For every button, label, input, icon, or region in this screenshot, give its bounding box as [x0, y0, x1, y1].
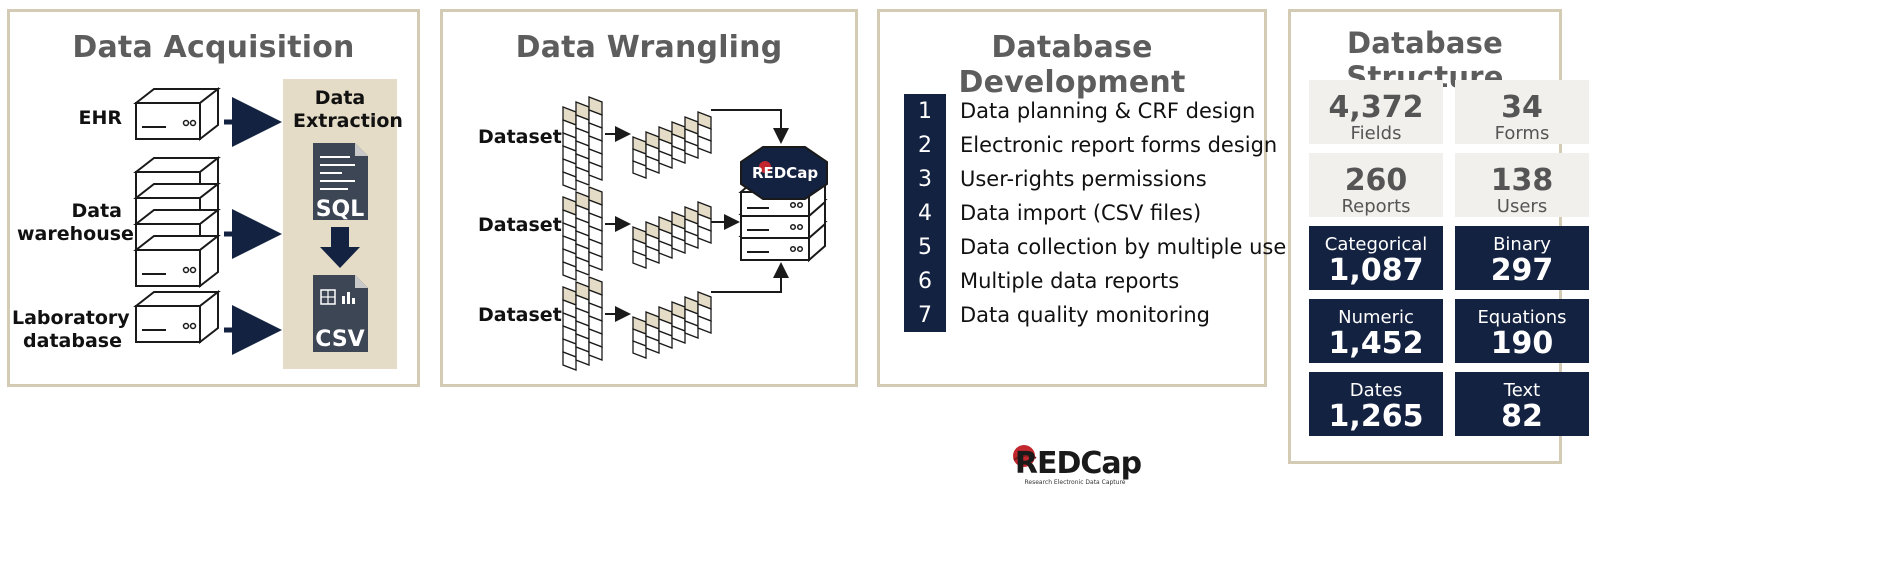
- dataset-1-label: Dataset 1: [478, 126, 582, 148]
- down-arrow-icon: [320, 227, 360, 268]
- step-item: 3 User-rights permissions: [904, 162, 1207, 196]
- ehr-label: EHR: [78, 107, 122, 129]
- step-item: 1 Data planning & CRF design: [904, 94, 1255, 128]
- stat-value: 4,372: [1328, 90, 1424, 125]
- data-acquisition-panel: Data Acquisition Data Extraction: [7, 9, 420, 387]
- stat-label: Categorical: [1324, 234, 1428, 255]
- stat-value: 1,452: [1328, 326, 1424, 361]
- dataset-2-label: Dataset 2: [478, 214, 582, 236]
- stat-value: 297: [1490, 253, 1554, 288]
- stat-value: 138: [1490, 163, 1554, 198]
- step-text: Data collection by multiple users: [960, 235, 1306, 259]
- panel-title: Database Structure: [1346, 26, 1504, 94]
- stat-label: Users: [1496, 196, 1548, 217]
- stat-value: 1,087: [1328, 253, 1424, 288]
- sql-label: SQL: [316, 197, 365, 222]
- stat-label: Equations: [1477, 307, 1567, 328]
- sql-file-icon: SQL: [313, 143, 368, 222]
- step-number: 5: [904, 230, 946, 264]
- step-text: Multiple data reports: [960, 269, 1180, 293]
- step-number: 4: [904, 196, 946, 230]
- step-text: Electronic report forms design: [960, 133, 1278, 157]
- redcap-logo-icon: [759, 161, 771, 173]
- panel-title: Data Acquisition: [72, 30, 355, 65]
- acquisition-diagram: SQL CSV: [135, 88, 368, 355]
- step-number: 6: [904, 264, 946, 298]
- stat-label: Forms: [1494, 123, 1550, 144]
- csv-file-icon: CSV: [313, 275, 368, 352]
- stat-label: Fields: [1350, 123, 1402, 144]
- stat-value: 82: [1501, 399, 1543, 434]
- stat-label: Text: [1503, 380, 1541, 401]
- step-number: 2: [904, 128, 946, 162]
- data-wrangling-panel: Data Wrangling Dataset 1 Dataset 2 Datas…: [440, 9, 858, 387]
- step-number: 3: [904, 162, 946, 196]
- step-item: 2 Electronic report forms design: [904, 128, 1277, 162]
- stat-label: Numeric: [1338, 307, 1414, 328]
- redcap-hex-badge: [740, 146, 828, 200]
- step-item: 7 Data quality monitoring: [904, 298, 1210, 332]
- step-text: User-rights permissions: [960, 167, 1207, 191]
- stat-value: 1,265: [1328, 399, 1424, 434]
- stat-value: 34: [1501, 90, 1543, 125]
- step-number: 7: [904, 298, 946, 332]
- stat-label: Binary: [1493, 234, 1551, 255]
- laboratory-label: Laboratory database: [12, 307, 130, 352]
- dataset-3-label: Dataset 3: [478, 304, 582, 326]
- extraction-title: Data Extraction: [293, 87, 403, 132]
- step-item: 6 Multiple data reports: [904, 264, 1179, 298]
- step-text: Data quality monitoring: [960, 303, 1210, 327]
- stat-value: 190: [1490, 326, 1554, 361]
- database-development-panel: Database Development 1 Data planning & CR…: [877, 9, 1306, 387]
- stat-label: Reports: [1341, 196, 1411, 217]
- step-item: 5 Data collection by multiple users: [904, 230, 1306, 264]
- redcap-logo: REDCap Research Electronic Data Capture: [1000, 440, 1150, 490]
- wrangling-diagram: REDCap: [562, 96, 828, 371]
- lab-server-icon: [135, 291, 219, 343]
- redcap-label: REDCap: [752, 164, 818, 182]
- redcap-logo-tagline: Research Electronic Data Capture: [1024, 479, 1125, 486]
- stat-value: 260: [1344, 163, 1408, 198]
- ehr-server-icon: [135, 88, 219, 140]
- warehouse-server-icon: [135, 235, 219, 287]
- warehouse-label: Data warehouse: [17, 200, 134, 245]
- step-text: Data planning & CRF design: [960, 99, 1256, 123]
- step-number: 1: [904, 94, 946, 128]
- panel-title: Database Development: [958, 30, 1186, 100]
- stat-label: Dates: [1349, 380, 1403, 401]
- csv-label: CSV: [315, 327, 364, 352]
- step-text: Data import (CSV files): [960, 201, 1202, 225]
- step-item: 4 Data import (CSV files): [904, 196, 1201, 230]
- redcap-logo-text: REDCap: [1015, 446, 1142, 481]
- panel-title: Data Wrangling: [515, 30, 783, 65]
